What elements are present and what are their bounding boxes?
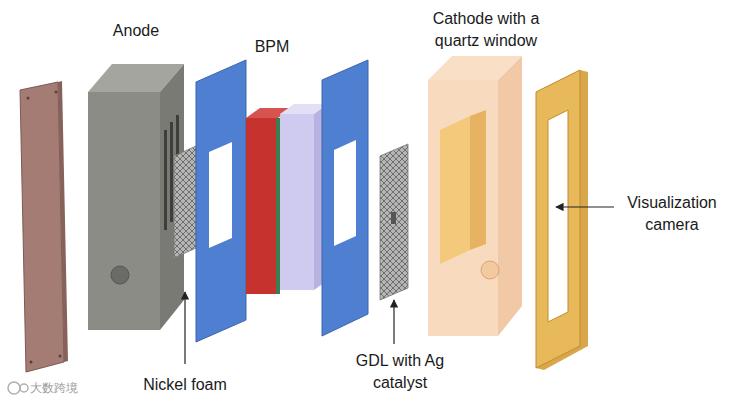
gas-diffusion-layer [380,144,408,300]
bipolar-membrane [246,104,328,294]
watermark-logo [8,382,28,394]
part-label: Anode [91,20,181,42]
part-label: Cathode with a quartz window [420,8,552,51]
part-label: Visualization camera [616,192,728,235]
nickel-foam [174,146,196,258]
cathode-block [428,56,522,336]
window-frame [536,70,588,370]
gasket [322,60,368,336]
leader-arrow [556,206,614,207]
anode-block [88,64,184,330]
gasket [196,60,246,342]
leader-arrow [393,300,394,344]
watermark: 大数跨境 [30,380,94,396]
end-plate [20,81,68,372]
part-label: Nickel foam [125,374,245,396]
part-label: BPM [237,36,307,58]
part-label: GDL with Ag catalyst [348,350,452,393]
leader-arrow [184,292,185,364]
